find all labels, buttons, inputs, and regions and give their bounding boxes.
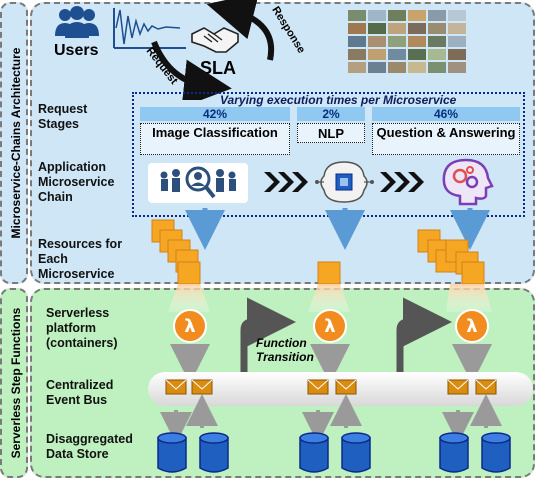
response-arrow	[206, 0, 275, 61]
side-panel-architecture: Microservice-Chains Architecture	[0, 2, 28, 284]
function-transition-label: Function Transition	[256, 336, 314, 364]
request-arrow	[151, 40, 232, 100]
lambda-icon-3: λ	[455, 309, 489, 343]
brain-chip-icon	[315, 161, 374, 203]
row-label-event-bus: Centralized Event Bus	[46, 378, 114, 407]
resource-stack-1	[151, 219, 201, 285]
glow-1	[168, 284, 210, 312]
svg-text:λ: λ	[324, 316, 335, 337]
people-search-icon	[148, 163, 248, 203]
function-transition-arrow-1	[240, 297, 296, 372]
row-label-data-store: Disaggregated Data Store	[46, 432, 133, 461]
row-label-serverless-platform: Serverless platform (containers)	[46, 306, 118, 350]
side-panel-step-functions: Serverless Step Functions	[0, 288, 28, 478]
stage-percent-image-classification: 42%	[140, 107, 290, 121]
stage-nlp: NLP	[297, 123, 365, 143]
resource-stack-2	[317, 261, 341, 285]
chevrons-icon-2	[380, 172, 424, 192]
database-icon	[157, 432, 511, 473]
users-label: Users	[54, 42, 99, 59]
request-response-arrows	[151, 0, 275, 100]
row-label-application-chain: Application Microservice Chain	[38, 160, 115, 204]
row-label-resources: Resources for Each Microservice	[38, 237, 123, 281]
stage-percent-nlp: 2%	[297, 107, 365, 121]
svg-text:λ: λ	[184, 316, 195, 337]
glow-3	[446, 284, 492, 312]
waveform-icon	[113, 8, 186, 49]
lambda-icon-1: λ	[173, 309, 207, 343]
resource-stack-3	[417, 229, 485, 285]
chevrons-icon-1	[264, 172, 308, 192]
glow-2	[308, 284, 350, 312]
function-transition-arrow-2	[396, 297, 452, 372]
envelope-icon	[165, 379, 497, 395]
stage-percent-qa: 46%	[372, 107, 520, 121]
image-grid-icon	[348, 10, 468, 74]
stage-image-classification: Image Classification	[140, 123, 290, 155]
head-gears-icon	[442, 158, 494, 206]
lambda-icon-2: λ	[313, 309, 347, 343]
row-label-request-stages: Request Stages	[38, 102, 88, 131]
users-icon	[55, 6, 99, 38]
stage-qa: Question & Answering	[372, 123, 520, 155]
svg-text:λ: λ	[466, 316, 477, 337]
chain-title: Varying execution times per Microservice	[220, 93, 457, 107]
